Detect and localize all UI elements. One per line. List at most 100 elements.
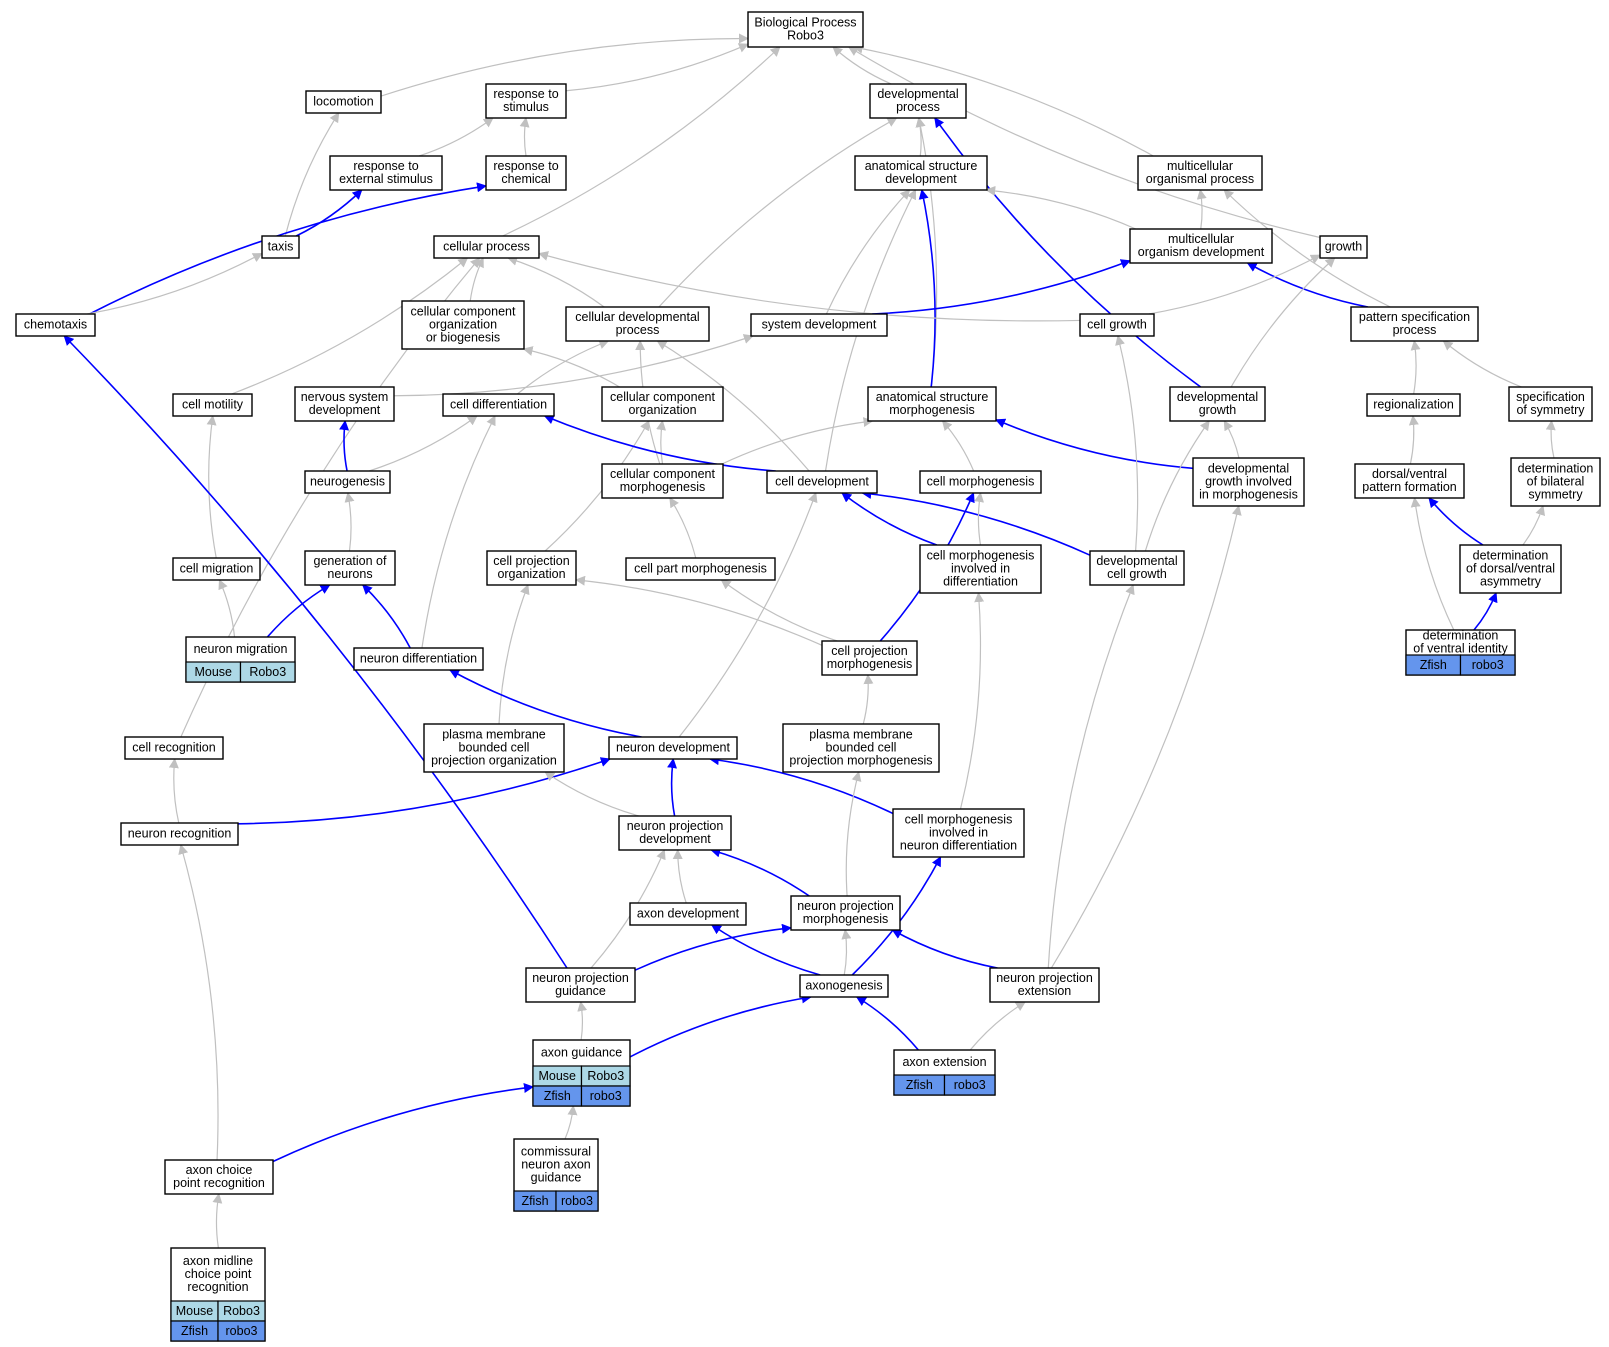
node-neurrec[interactable]: neuron recognition [120,822,239,846]
node-neurogenesis[interactable]: neurogenesis [304,470,391,494]
edge-ccob-to-cellproc [469,257,484,302]
node-sysdev[interactable]: system development [750,313,888,337]
node-label-line: neuron projection [797,899,894,913]
node-celldiff[interactable]: cell differentiation [442,393,555,417]
gene-name: Robo3 [249,665,286,679]
species-cell-zfish [217,1320,266,1342]
node-motility[interactable]: cell motility [172,393,253,417]
node-neurdiff[interactable]: neuron differentiation [353,647,484,671]
node-label-line: neurons [327,567,372,581]
node-loco[interactable]: locomotion [305,90,382,114]
node-box [1169,386,1266,422]
node-label-line: response to [353,159,418,173]
node-migration[interactable]: cell migration [172,557,261,581]
node-box [15,313,96,337]
node-growth[interactable]: growth [1319,235,1368,259]
node-axondev[interactable]: axon development [629,902,747,926]
edge-neurdev-to-celldev [678,492,818,738]
node-label-line: recognition [187,1280,248,1294]
node-neurdev[interactable]: neuron development [608,736,738,760]
node-label-line: locomotion [313,95,373,109]
node-cpm_part[interactable]: cell part morphogenesis [625,557,776,581]
edge-cmind-to-cmid [959,592,985,810]
node-cellmorph[interactable]: cell morphogenesis [919,470,1042,494]
node-label-line: external stimulus [339,172,433,186]
node-label-line: axon choice [186,1163,253,1177]
node-box [1354,463,1465,499]
node-taxis[interactable]: taxis [261,235,300,259]
node-box [1459,544,1562,594]
node-label-line: asymmetry [1480,575,1542,589]
gene-name: Robo3 [223,1304,260,1318]
node-celldev[interactable]: cell development [766,470,878,494]
node-axonogenesis[interactable]: axonogenesis [799,974,889,998]
node-label-line: cell part morphogenesis [634,562,767,576]
node-box [1510,457,1601,507]
node-label-line: development [309,403,381,417]
node-cellrec[interactable]: cell recognition [124,736,224,760]
node-label-line: symmetry [1528,488,1583,502]
gene-name: Robo3 [587,1069,624,1083]
node-label-line: multicellular [1167,159,1233,173]
node-label-line: nervous system [301,390,389,404]
edge-cpm_part-to-ccm [669,497,697,559]
node-label-line: of ventral identity [1413,642,1508,656]
node-box [486,550,577,586]
node-box [867,386,997,422]
node-label-line: of symmetry [1516,403,1585,417]
node-box [782,723,940,773]
node-label-line: organization [429,318,497,332]
node-label-line: process [1393,323,1437,337]
node-box [601,463,724,499]
node-cellproc[interactable]: cellular process [433,235,540,259]
node-cellgrowth[interactable]: cell growth [1079,313,1155,337]
node-chemotaxis[interactable]: chemotaxis [15,313,96,337]
edge-npd-to-pmbcpo [544,771,639,817]
node-box [305,90,382,114]
node-box [608,736,738,760]
node-region[interactable]: regionalization [1366,393,1461,417]
node-label-line: cell morphogenesis [927,549,1035,563]
